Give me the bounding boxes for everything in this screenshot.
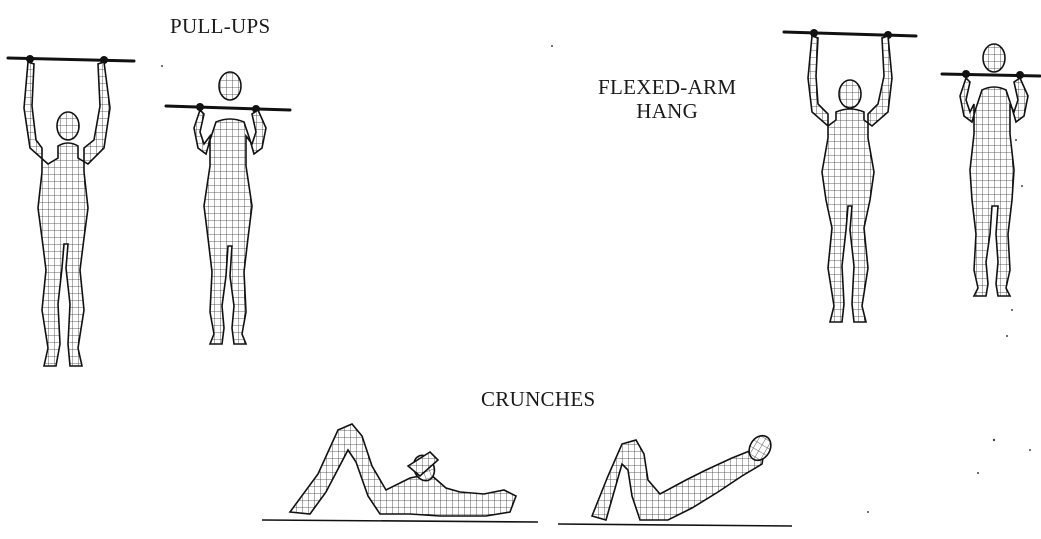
scan-specks	[0, 0, 1041, 539]
